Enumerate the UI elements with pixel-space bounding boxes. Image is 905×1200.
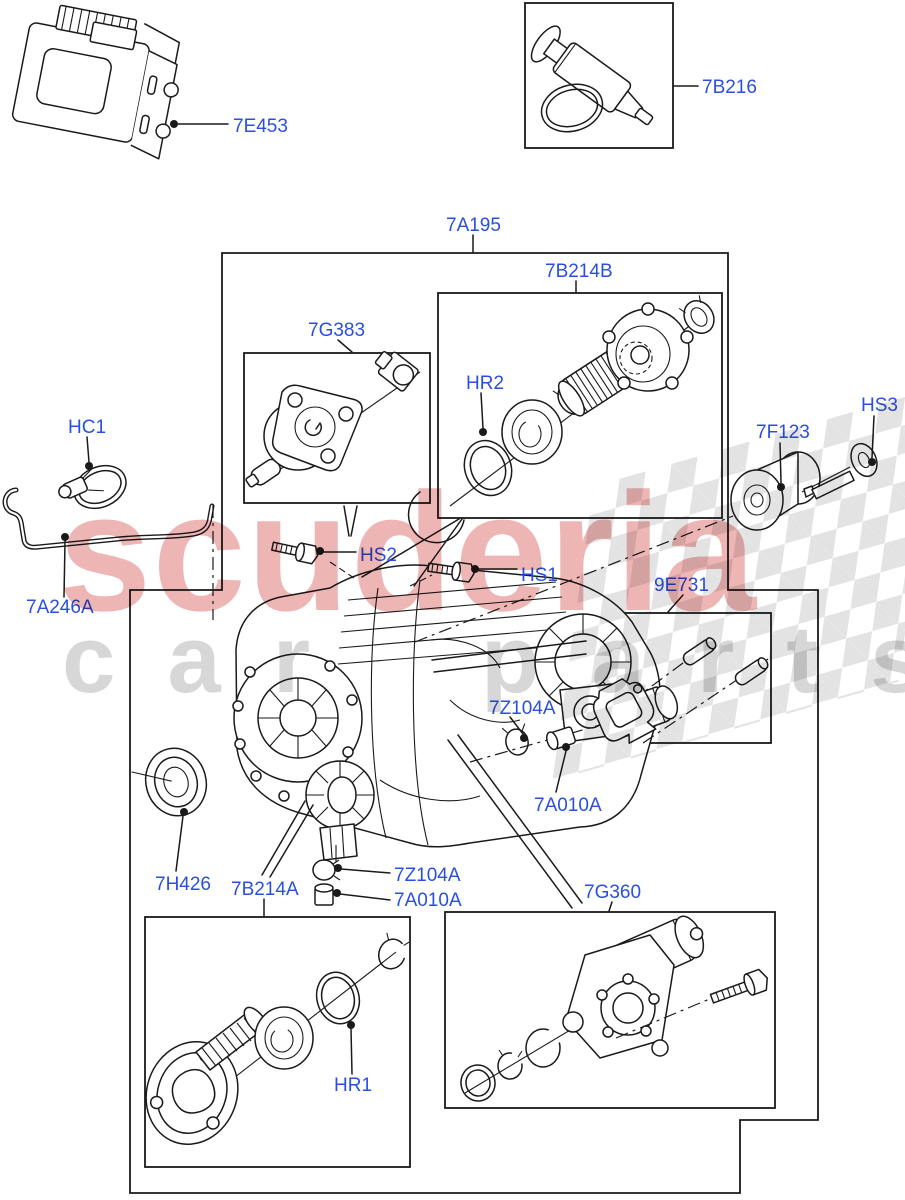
part-callout-hs3[interactable]: HS3: [861, 395, 898, 416]
part-callout-7z104a-side[interactable]: 7Z104A: [489, 698, 556, 719]
part-callout-7z104a-bottom[interactable]: 7Z104A: [394, 865, 461, 886]
part-callout-7g360[interactable]: 7G360: [584, 882, 641, 903]
part-callout-hr2[interactable]: HR2: [466, 373, 504, 394]
part-callout-9e731[interactable]: 9E731: [654, 575, 709, 596]
box-7b214a: [144, 916, 411, 1168]
part-callout-7b214b[interactable]: 7B214B: [545, 261, 613, 282]
bolt-hs2-drawing: [271, 541, 319, 565]
box-7g360: [444, 911, 776, 1109]
solenoid-drawing: [245, 350, 421, 488]
part-callout-hs2[interactable]: HS2: [360, 545, 397, 566]
part-callout-hs1[interactable]: HS1: [521, 565, 558, 586]
box-7g383: [243, 352, 431, 504]
part-callout-7b216[interactable]: 7B216: [702, 77, 757, 98]
sealant-tube-drawing: [530, 25, 654, 133]
breather-tube-drawing: [2, 487, 215, 620]
shift-motor-drawing: [460, 915, 769, 1102]
part-callout-7g383[interactable]: 7G383: [308, 320, 365, 341]
box-7b216: [524, 2, 674, 149]
part-callout-7a010a-bottom[interactable]: 7A010A: [394, 890, 462, 911]
bottom-clip-pin-drawing: [312, 845, 341, 906]
part-callout-7a010a-side[interactable]: 7A010A: [534, 795, 602, 816]
rear-flange-kit-drawing: [145, 932, 410, 1145]
front-flange-kit-drawing: [407, 295, 715, 544]
part-callout-7a195[interactable]: 7A195: [446, 215, 501, 236]
part-callout-7a246a[interactable]: 7A246A: [26, 597, 94, 618]
output-seal-drawing: [131, 747, 208, 817]
part-callout-7h426[interactable]: 7H426: [155, 874, 211, 895]
hose-clamp-drawing: [58, 464, 127, 510]
part-callout-hc1[interactable]: HC1: [68, 417, 106, 438]
part-callout-7e453[interactable]: 7E453: [233, 116, 288, 137]
bolt-hs1-drawing: [427, 561, 475, 583]
bolt-axis-dashes: [329, 561, 433, 587]
part-callout-hr1[interactable]: HR1: [334, 1075, 372, 1096]
part-callout-7b214a[interactable]: 7B214A: [231, 879, 299, 900]
control-module-drawing: [11, 4, 181, 160]
part-callout-7f123[interactable]: 7F123: [756, 422, 810, 443]
